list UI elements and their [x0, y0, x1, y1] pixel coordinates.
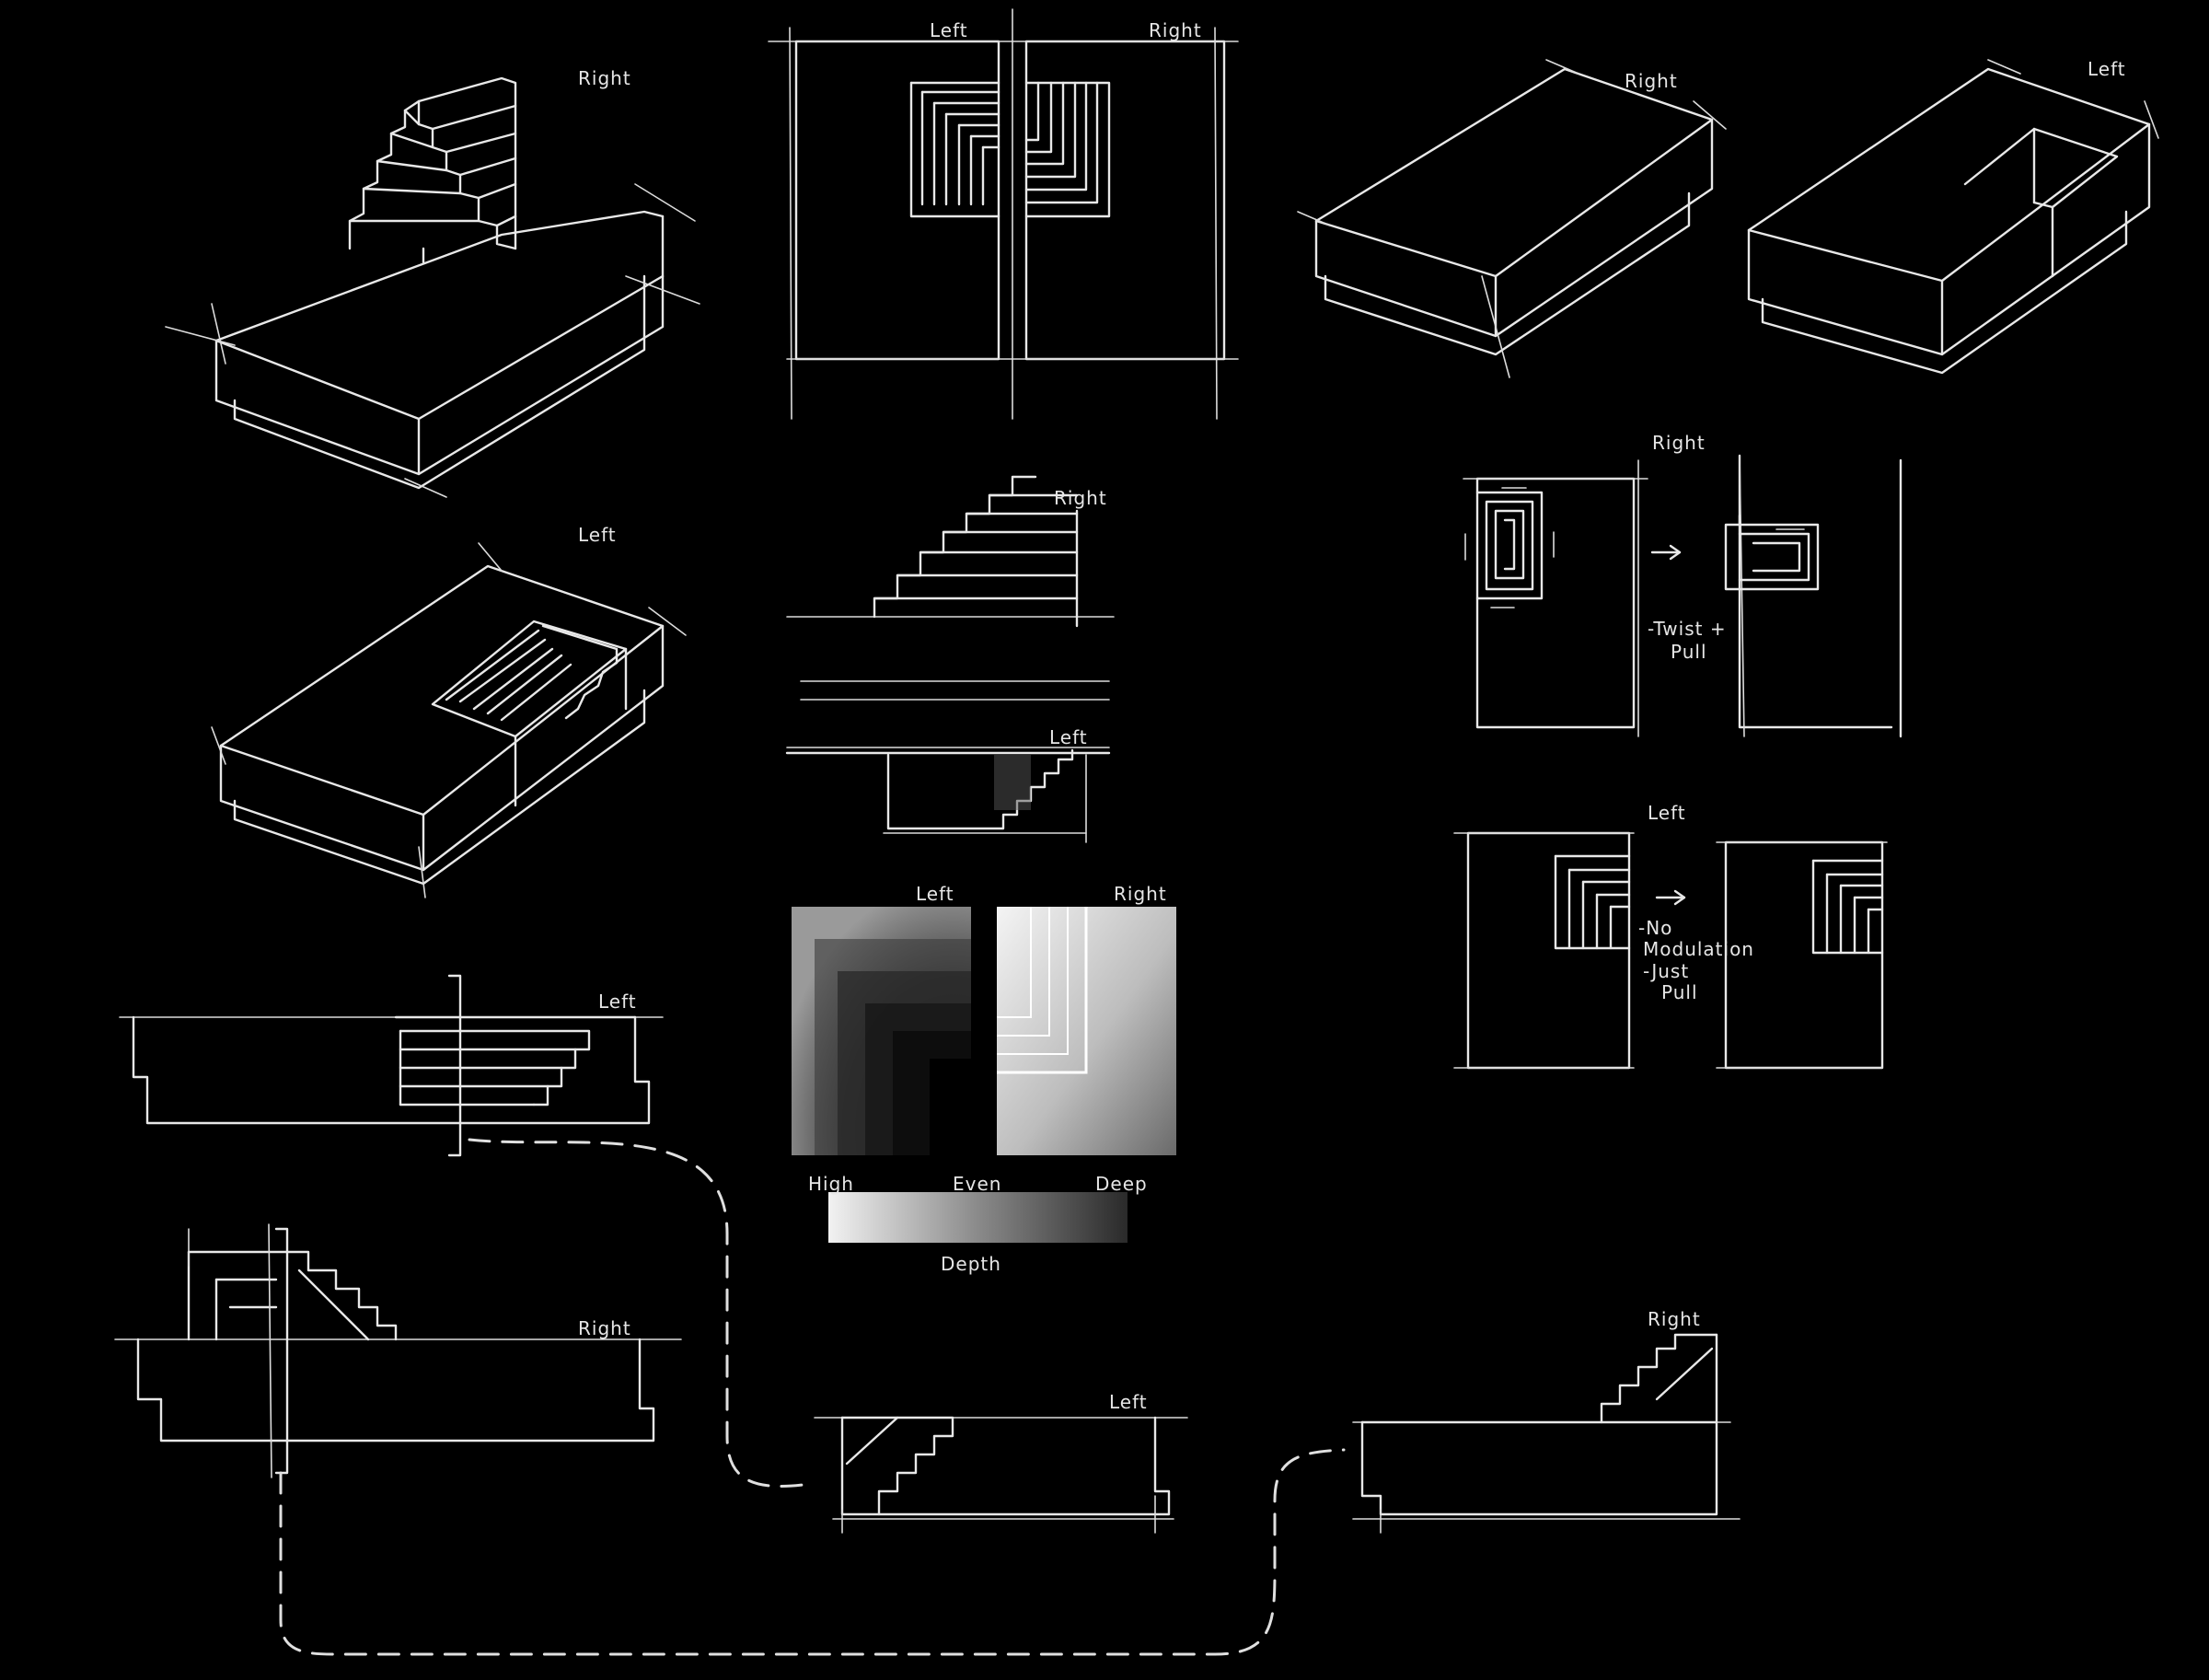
dashed-path-upper	[468, 1138, 812, 1488]
label-nomod-note-2: Modulation	[1643, 938, 1754, 960]
label-iso-stairs-down: Left	[578, 524, 617, 546]
label-small-section-left: Left	[1109, 1391, 1148, 1413]
iso-block-stairs-down: Left	[211, 524, 687, 898]
label-twist-note-2: Pull	[1671, 641, 1707, 663]
label-section-right: Right	[1054, 487, 1107, 509]
label-iso-block-right: Right	[1625, 70, 1678, 92]
label-section-left: Left	[1049, 726, 1088, 748]
hatch-patch	[994, 755, 1031, 810]
iso-block-stairs-up: Right	[165, 67, 700, 498]
shading-studies: Left Right High Even Deep Depth	[792, 883, 1176, 1275]
label-gradient-high: High	[808, 1173, 854, 1195]
label-gradient-axis: Depth	[941, 1253, 1001, 1275]
label-iso-block-left: Left	[2088, 58, 2126, 80]
label-shade-left: Left	[916, 883, 954, 905]
no-modulation-diagram: Left -No Modulation -Just Pull	[1453, 802, 1888, 1070]
iso-block-left-cut: Left	[1747, 58, 2159, 375]
label-twist-title: Right	[1652, 432, 1706, 454]
small-section-left: Left	[814, 1391, 1188, 1534]
label-twist-note-1: -Twist +	[1648, 618, 1727, 640]
label-long-section-right: Right	[578, 1317, 631, 1339]
label-elev-split-right: Right	[1149, 19, 1202, 41]
label-iso-stairs-up: Right	[578, 67, 631, 89]
split-elevation: Left Right	[768, 8, 1239, 420]
twist-pull-diagram: Right -Twist + Pull	[1463, 432, 1903, 738]
label-shade-right: Right	[1114, 883, 1167, 905]
label-nomod-note-4: Pull	[1661, 981, 1698, 1003]
label-gradient-deep: Deep	[1095, 1173, 1148, 1195]
iso-block-right: Right	[1297, 59, 1727, 378]
label-long-section-left: Left	[598, 991, 637, 1013]
dashed-path-lower	[279, 1448, 1346, 1656]
label-gradient-even: Even	[953, 1173, 1001, 1195]
label-small-section-right: Right	[1648, 1308, 1701, 1330]
dashed-connectors	[279, 1138, 1346, 1656]
label-nomod-title: Left	[1648, 802, 1686, 824]
stair-sections-center: Right Left	[785, 475, 1115, 843]
label-elev-split-left: Left	[930, 19, 968, 41]
long-section-right: Right	[114, 1223, 682, 1478]
label-nomod-note-1: -No	[1638, 917, 1672, 939]
long-section-left: Left	[119, 974, 664, 1157]
depth-gradient-bar	[828, 1192, 1128, 1243]
small-section-right: Right	[1352, 1308, 1741, 1534]
label-nomod-note-3: -Just	[1643, 960, 1689, 982]
